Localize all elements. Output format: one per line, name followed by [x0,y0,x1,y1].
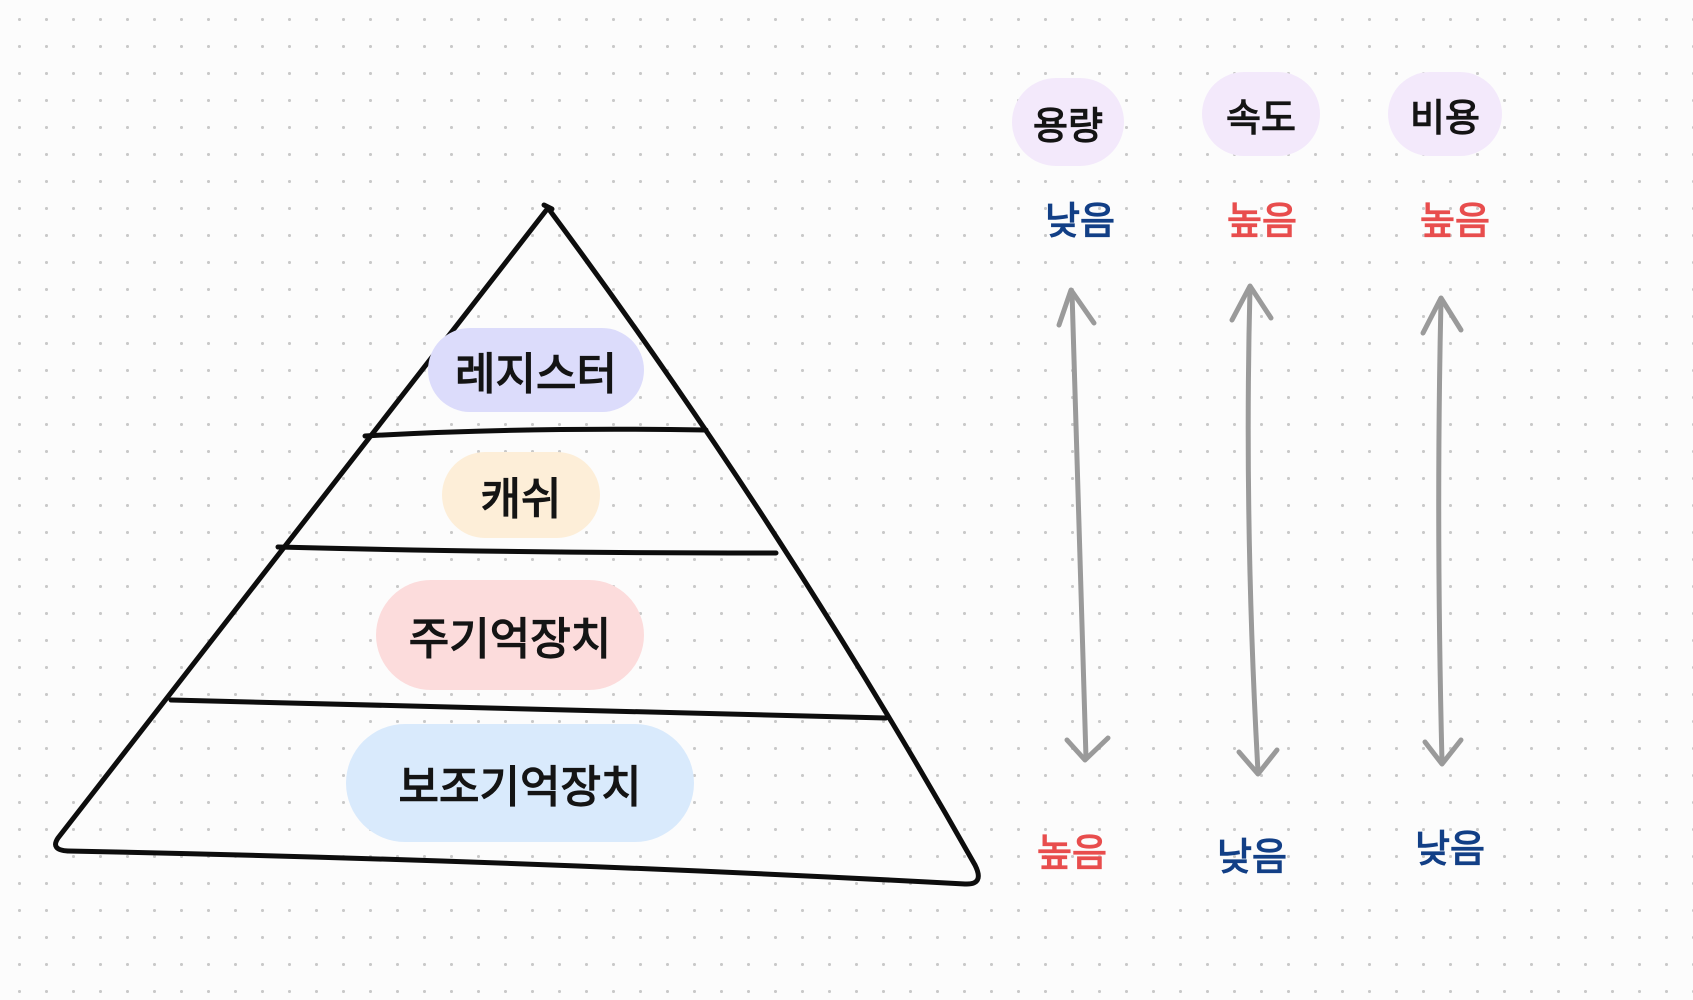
header-cost-label: 비용 [1410,95,1480,140]
speed-top-value: 높음 [1227,199,1297,243]
pyramid-base [65,848,968,887]
arrow-capacity-head-top [1056,287,1097,328]
header-speed: 속도 [1202,72,1320,156]
arrow-capacity [1056,287,1111,763]
speed-bottom-value: 낮음 [1217,835,1287,879]
capacity-top-value: 낮음 [1045,199,1115,243]
arrow-speed-head-top [1229,283,1274,323]
arrow-speed [1229,283,1280,777]
arrow-capacity-head-bottom [1064,735,1111,763]
arrow-cost-head-top [1420,295,1464,336]
layer-cache-label: 캐쉬 [480,474,562,525]
cost-top-value: 높음 [1420,199,1490,243]
pyramid-right-edge [545,205,981,887]
pyramid-apex-tick [541,202,555,212]
arrow-capacity-shaft [1069,289,1089,761]
arrow-cost [1420,295,1464,767]
layer-main-memory-label: 주기억장치 [408,614,612,665]
pyramid-outline [53,202,981,887]
header-capacity-label: 용량 [1033,103,1103,148]
layer-register: 레지스터 [428,328,644,412]
arrow-cost-shaft [1436,297,1445,765]
divider-1 [362,426,709,439]
layer-main-memory: 주기억장치 [376,580,644,690]
header-cost: 비용 [1388,72,1502,156]
capacity-bottom-value: 높음 [1037,831,1107,875]
layer-register-label: 레지스터 [455,349,617,400]
header-capacity: 용량 [1012,78,1124,166]
arrow-cost-head-bottom [1422,737,1464,767]
layer-secondary-storage-label: 보조기억장치 [398,762,642,813]
arrow-speed-head-bottom [1236,747,1280,777]
divider-2 [275,544,779,556]
layer-cache: 캐쉬 [442,452,600,538]
layer-secondary-storage: 보조기억장치 [346,724,694,842]
divider-3 [168,697,889,721]
cost-bottom-value: 낮음 [1415,827,1485,871]
arrow-speed-shaft [1245,285,1261,775]
header-speed-label: 속도 [1226,95,1296,140]
